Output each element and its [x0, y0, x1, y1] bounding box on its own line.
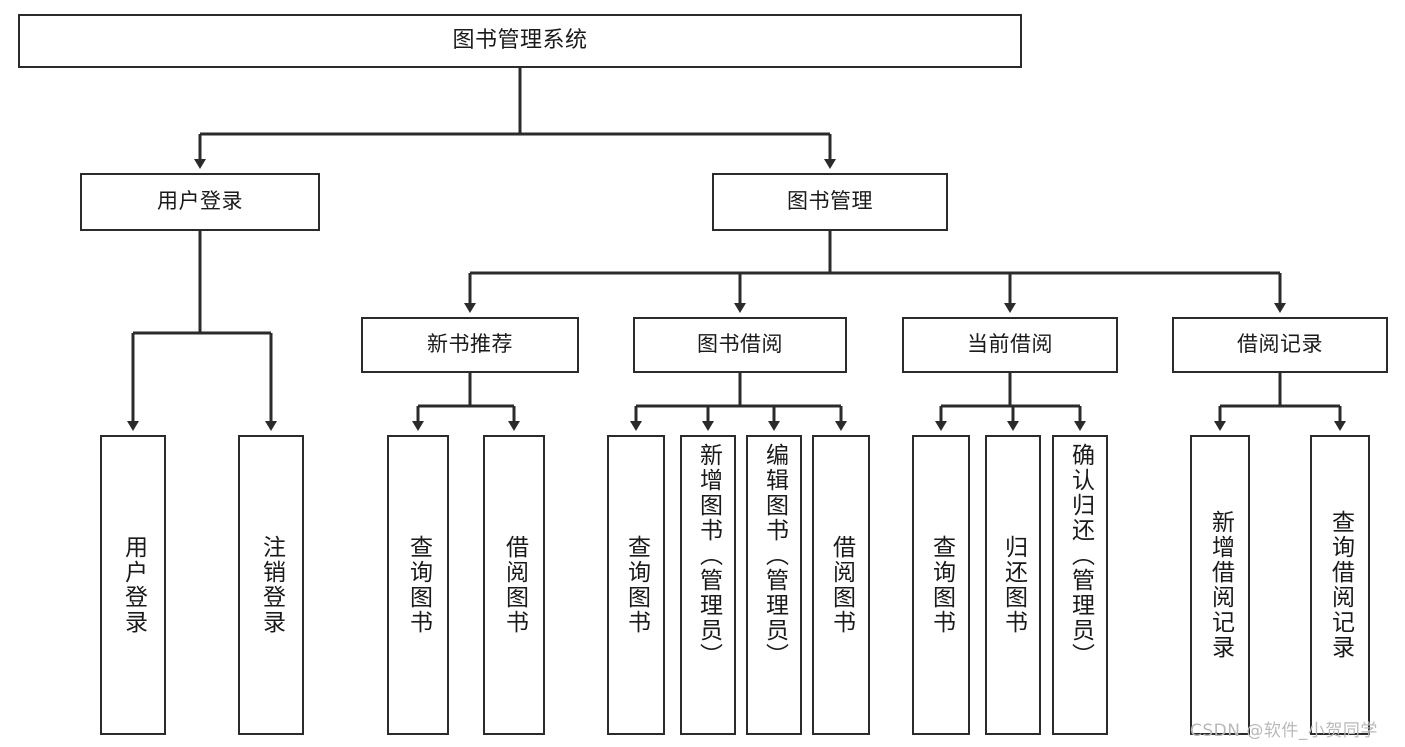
node-leaf-add-record-label: 新增借阅记录	[1207, 510, 1234, 660]
node-leaf-logout[interactable]: 注销登录	[238, 435, 304, 735]
node-user-login-label: 用户登录	[157, 189, 243, 214]
node-leaf-add-record[interactable]: 新增借阅记录	[1190, 435, 1250, 735]
node-leaf-edit-book-label: 编辑图书（管理员）	[761, 443, 788, 668]
node-leaf-confirm-return-label: 确认归还（管理员）	[1067, 443, 1094, 668]
node-leaf-query-book-3-label: 查询图书	[928, 535, 955, 635]
node-book-manage-label: 图书管理	[787, 189, 873, 214]
node-current-borrow[interactable]: 当前借阅	[902, 317, 1118, 373]
node-leaf-add-book-label: 新增图书（管理员）	[695, 443, 722, 668]
node-root[interactable]: 图书管理系统	[18, 14, 1022, 68]
node-leaf-borrow-book-2[interactable]: 借阅图书	[812, 435, 870, 735]
node-book-borrow[interactable]: 图书借阅	[633, 317, 847, 373]
node-leaf-query-book-1-label: 查询图书	[405, 535, 432, 635]
node-root-label: 图书管理系统	[452, 27, 588, 53]
node-leaf-user-login[interactable]: 用户登录	[100, 435, 166, 735]
node-new-book-recommend[interactable]: 新书推荐	[361, 317, 579, 373]
node-leaf-query-book-1[interactable]: 查询图书	[387, 435, 449, 735]
node-leaf-user-login-label: 用户登录	[120, 535, 147, 635]
node-leaf-query-record-label: 查询借阅记录	[1327, 510, 1354, 660]
node-leaf-borrow-book-2-label: 借阅图书	[828, 535, 855, 635]
node-leaf-query-book-3[interactable]: 查询图书	[912, 435, 970, 735]
node-leaf-borrow-book-1[interactable]: 借阅图书	[483, 435, 545, 735]
node-new-book-recommend-label: 新书推荐	[427, 332, 513, 357]
node-leaf-borrow-book-1-label: 借阅图书	[501, 535, 528, 635]
node-leaf-query-record[interactable]: 查询借阅记录	[1310, 435, 1370, 735]
node-book-manage[interactable]: 图书管理	[712, 173, 948, 231]
node-current-borrow-label: 当前借阅	[967, 332, 1053, 357]
node-leaf-edit-book[interactable]: 编辑图书（管理员）	[746, 435, 802, 735]
node-leaf-query-book-2-label: 查询图书	[623, 535, 650, 635]
node-leaf-query-book-2[interactable]: 查询图书	[607, 435, 665, 735]
csdn-watermark: CSDN @软件_小贺同学	[1190, 721, 1378, 741]
node-leaf-return-book-label: 归还图书	[1000, 535, 1027, 635]
node-borrow-record[interactable]: 借阅记录	[1172, 317, 1388, 373]
node-borrow-record-label: 借阅记录	[1237, 332, 1323, 357]
node-user-login[interactable]: 用户登录	[80, 173, 320, 231]
node-leaf-confirm-return[interactable]: 确认归还（管理员）	[1052, 435, 1108, 735]
node-leaf-return-book[interactable]: 归还图书	[985, 435, 1041, 735]
node-book-borrow-label: 图书借阅	[697, 332, 783, 357]
node-leaf-logout-label: 注销登录	[258, 535, 285, 635]
node-leaf-add-book[interactable]: 新增图书（管理员）	[680, 435, 736, 735]
